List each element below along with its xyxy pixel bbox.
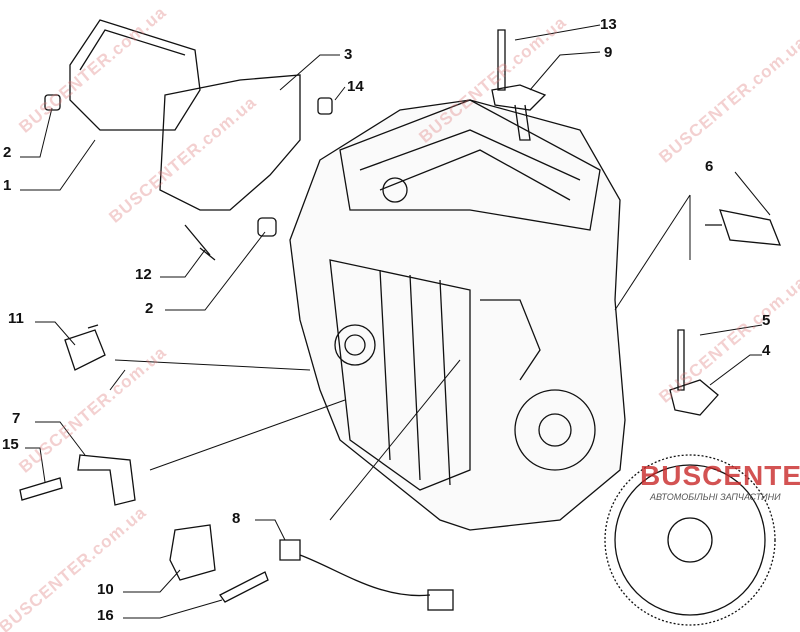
callout-3: 3 <box>344 46 353 63</box>
bracket-part <box>159 74 301 211</box>
callout-4: 4 <box>762 342 771 359</box>
callout-10: 10 <box>97 581 114 598</box>
callout-2b: 2 <box>145 300 154 317</box>
ecu-part <box>69 19 201 131</box>
flywheel <box>604 454 776 626</box>
callout-7: 7 <box>12 410 21 427</box>
callout-12: 12 <box>135 266 152 283</box>
callout-8: 8 <box>232 510 241 527</box>
callout-15: 15 <box>2 436 19 453</box>
callout-2: 2 <box>3 144 12 161</box>
callout-5: 5 <box>762 312 771 329</box>
callout-9: 9 <box>604 44 613 61</box>
callout-6: 6 <box>705 158 714 175</box>
callout-14: 14 <box>347 78 364 95</box>
logo-name: BUSCENTER <box>640 460 800 491</box>
engine-block <box>289 99 626 531</box>
callout-1: 1 <box>3 177 12 194</box>
callout-16: 16 <box>97 607 114 624</box>
callout-13: 13 <box>600 16 617 33</box>
buscenter-logo: BUSCENTER АВТОМОБІЛЬНІ ЗАПЧАСТИНИ <box>640 460 800 502</box>
callout-11: 11 <box>8 310 24 327</box>
logo-tagline: АВТОМОБІЛЬНІ ЗАПЧАСТИНИ <box>650 492 781 502</box>
